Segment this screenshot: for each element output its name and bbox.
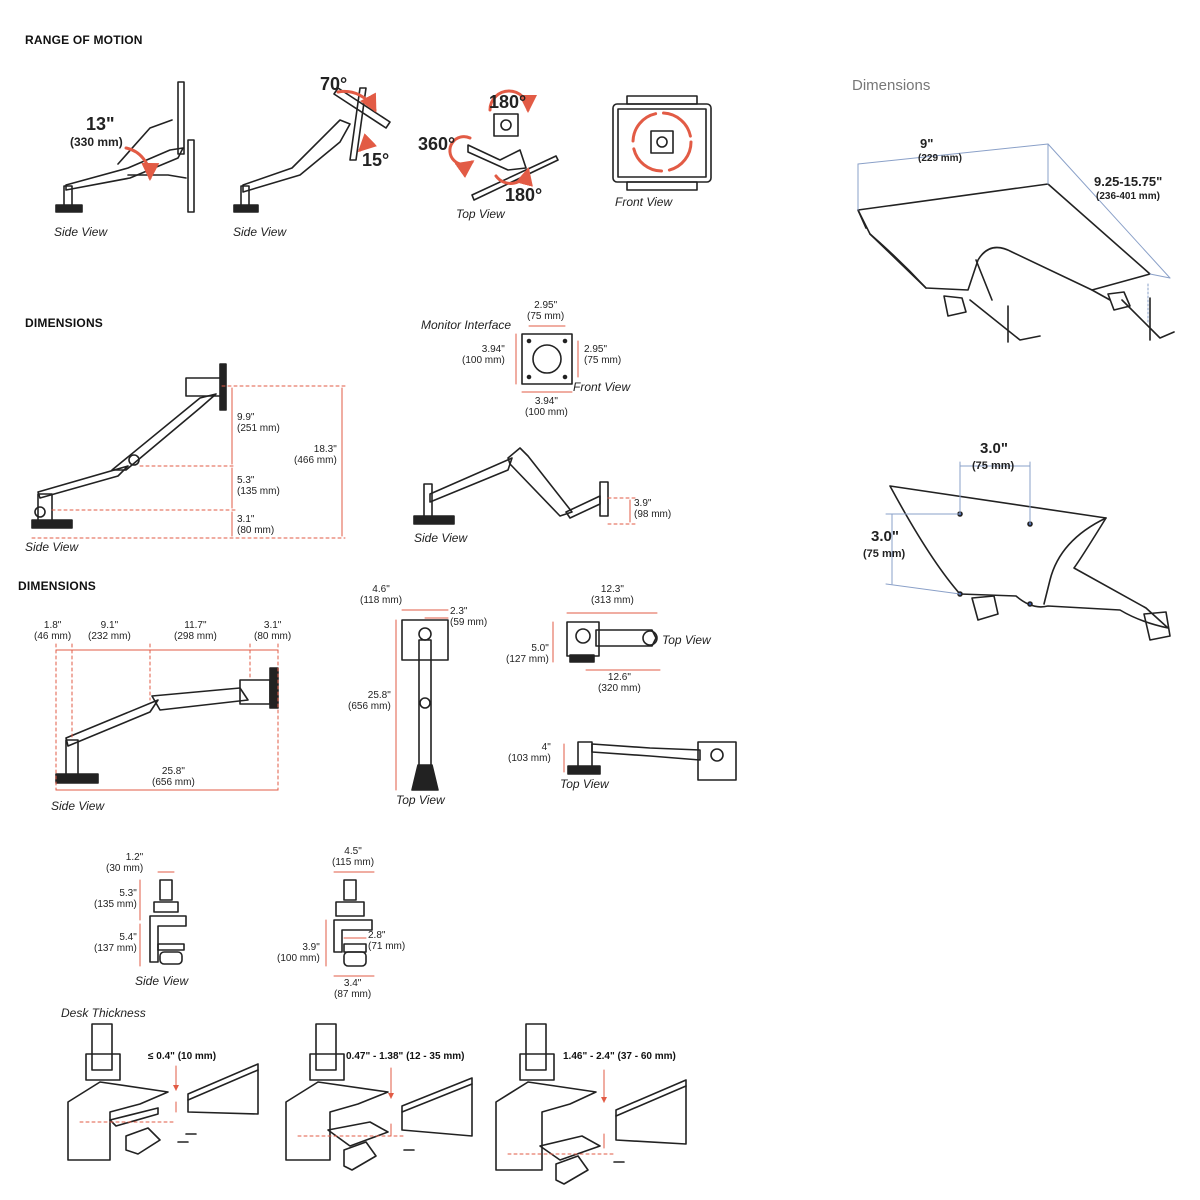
tray-bottom-dim-lines [885, 461, 1031, 595]
tray-depth-value: 9.25-15.75" [1094, 174, 1163, 189]
desk-thickness-range-1: ≤ 0.4" (10 mm) [148, 1051, 217, 1062]
tilt-up-value: 70° [320, 74, 348, 94]
dim2-top-view-arm [401, 619, 449, 791]
dim2-top-dim-lines [395, 609, 449, 791]
dim2-top-width: 4.6"(118 mm) [360, 584, 403, 606]
tray-width-mm: (229 mm) [918, 153, 962, 164]
dim2-top-view-label: Top View [396, 793, 445, 807]
height-adjust-mm: (330 mm) [70, 135, 123, 149]
desk-clamp-2 [285, 1023, 473, 1171]
dim2-top-view-2-arm [566, 621, 658, 663]
dim2-b: 9.1"(232 mm) [88, 620, 131, 642]
dim2-side-view-label: Side View [51, 799, 105, 813]
rom-view-label-3: Top View [456, 207, 505, 221]
dim-upper-value: 9.9"(251 mm) [237, 412, 280, 434]
tray-vesa-h-mm: (75 mm) [972, 460, 1015, 472]
clamp-e2: 3.9"(100 mm) [277, 942, 320, 964]
tray-width-value: 9" [920, 136, 934, 151]
vesa-bottom-value: 3.94"(100 mm) [525, 396, 568, 418]
clamp-side-view [149, 879, 187, 965]
tray-dim-lines-blue [857, 143, 1171, 325]
dim1-low-dim-lines [607, 497, 637, 525]
desk-thickness-title: Desk Thickness [61, 1006, 146, 1020]
dim-drop-value: 3.9"(98 mm) [634, 498, 672, 520]
desk-clamp-1 [67, 1023, 259, 1161]
rotate-value: 360° [418, 134, 456, 154]
dim1-side-view-label: Side View [25, 540, 79, 554]
height-adjust-value: 13" [86, 114, 115, 134]
dim1-side-dim-lines [31, 385, 346, 539]
dim2-top-view-label-3: Top View [560, 777, 609, 791]
dim-base-value: 3.1"(80 mm) [237, 514, 275, 536]
clamp-e4: 3.4"(87 mm) [334, 978, 372, 1000]
clamp-front-dim-lines [325, 871, 375, 977]
monitor-interface-label: Monitor Interface [421, 318, 512, 332]
rom-top-view-arm [448, 89, 559, 201]
tray-depth-mm: (236-401 mm) [1096, 191, 1160, 202]
pan-top-value: 180° [489, 92, 527, 112]
dim2-r-width: 12.3"(313 mm) [591, 584, 634, 606]
clamp-e3: 2.8"(71 mm) [368, 930, 406, 952]
dim1-side-dim-arrows [231, 387, 343, 537]
dim2-r-height: 5.0"(127 mm) [506, 643, 549, 665]
clamp-c1: 1.2"(30 mm) [106, 852, 144, 874]
dim-mid-value: 5.3"(135 mm) [237, 475, 280, 497]
tray-dimensions-heading: Dimensions [852, 77, 931, 94]
vesa-dim-lines [515, 325, 579, 393]
desk-thickness-range-3: 1.46" - 2.4" (37 - 60 mm) [563, 1051, 676, 1062]
clamp-front-view [333, 879, 373, 967]
vesa-plate [521, 333, 573, 385]
tray-vesa-v-value: 3.0" [871, 528, 899, 545]
desk-thickness-range-2: 0.47" - 1.38" (12 - 35 mm) [346, 1051, 465, 1062]
dim2-top-offset: 2.3"(59 mm) [450, 606, 488, 628]
rom-side-view-arm-1 [55, 81, 195, 213]
dimensions-heading-1: DIMENSIONS [25, 316, 104, 330]
dim1-low-side-view-arm [413, 447, 609, 525]
rom-view-label-2: Side View [233, 225, 287, 239]
dimensions-heading-2: DIMENSIONS [18, 579, 97, 593]
clamp-side-dim-lines [139, 871, 175, 967]
dim2-reach: 25.8"(656 mm) [152, 766, 195, 788]
dim2-c: 11.7"(298 mm) [174, 620, 217, 642]
clamp-c3: 5.4"(137 mm) [94, 932, 137, 954]
clamp-side-view-label: Side View [135, 974, 189, 988]
rom-side-view-arm-2 [233, 87, 391, 213]
dim2-side-dim-lines [55, 643, 279, 791]
tilt-down-value: 15° [362, 150, 390, 170]
dim1-side-view-label-2: Side View [414, 531, 468, 545]
dim2-top-length: 25.8"(656 mm) [348, 690, 391, 712]
dim2-top-view-3-arm [567, 741, 737, 781]
tray-perspective-bottom [889, 485, 1171, 641]
tray-vesa-v-mm: (75 mm) [863, 548, 906, 560]
rom-front-view-monitor [612, 95, 712, 191]
pan-bottom-value: 180° [505, 185, 543, 205]
vesa-left-value: 3.94"(100 mm) [462, 344, 505, 366]
desk-thickness-arrows [79, 1065, 617, 1155]
dim2-top-view-label-2: Top View [662, 633, 711, 647]
tray-perspective-top [857, 183, 1175, 343]
tray-vesa-h-value: 3.0" [980, 440, 1008, 457]
dim-total-value: 18.3"(466 mm) [294, 444, 337, 466]
vesa-right-value: 2.95"(75 mm) [584, 344, 622, 366]
rom-view-label-1: Side View [54, 225, 108, 239]
clamp-e1: 4.5"(115 mm) [332, 846, 375, 868]
vesa-front-view-label: Front View [573, 380, 631, 394]
desk-clamp-3 [495, 1023, 687, 1185]
dim2-top2-dim-lines [552, 612, 661, 671]
rom-view-label-4: Front View [615, 195, 673, 209]
dim2-r-width2: 12.6"(320 mm) [598, 672, 641, 694]
vesa-top-value: 2.95"(75 mm) [527, 300, 565, 322]
dim2-s-height: 4"(103 mm) [508, 742, 551, 764]
dim2-side-view-arm [55, 667, 279, 784]
dim1-side-view-arm [31, 363, 227, 529]
dim2-a: 1.8"(46 mm) [34, 620, 72, 642]
dim2-d: 3.1"(80 mm) [254, 620, 292, 642]
clamp-c2: 5.3"(135 mm) [94, 888, 137, 910]
range-of-motion-heading: RANGE OF MOTION [25, 33, 143, 47]
